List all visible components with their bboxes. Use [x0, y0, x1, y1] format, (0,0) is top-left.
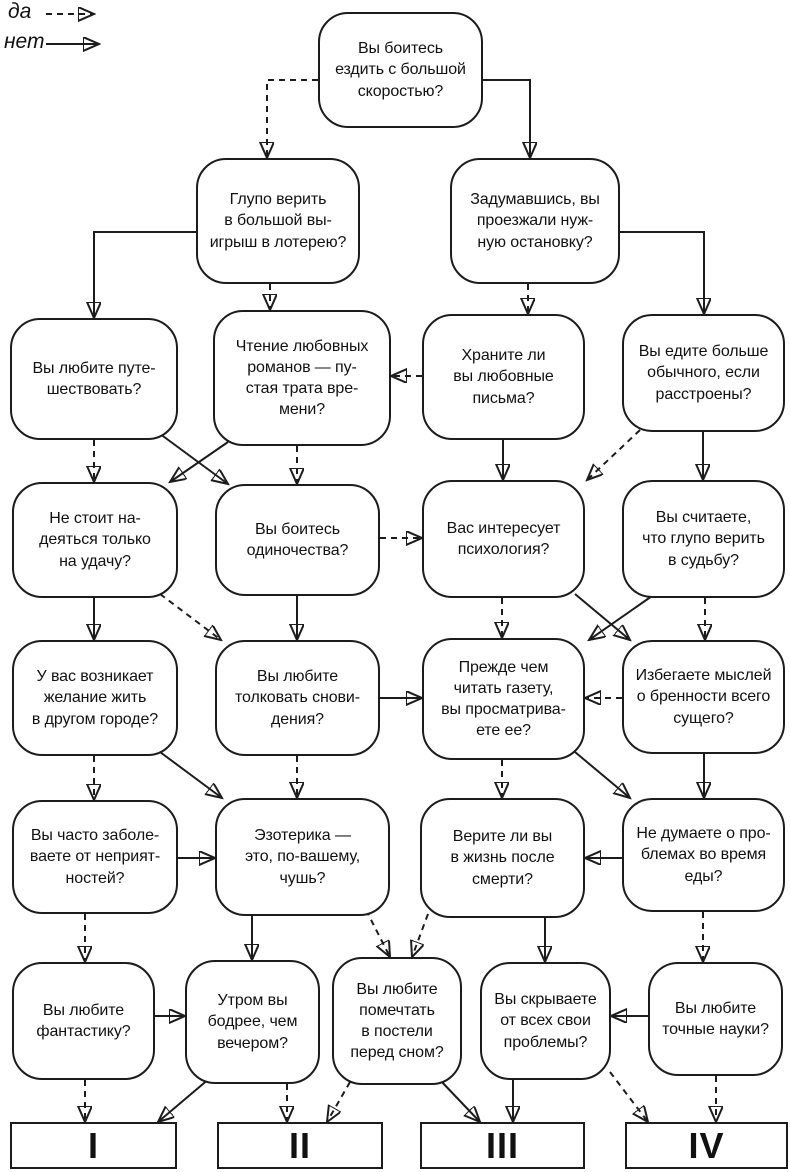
edge-q1-q2b-no: [483, 79, 530, 158]
edge-q4a-q5b-yes: [159, 593, 221, 640]
node-q4a: Не стоит на- деяться только на удачу?: [12, 482, 178, 598]
node-q6c: Верите ли вы в жизнь после смерти?: [420, 798, 585, 918]
edge-q7b-r1-no: [158, 1077, 211, 1122]
result-box-1: I: [10, 1122, 177, 1169]
edge-q6c-q7c-yes: [412, 913, 429, 957]
node-q4c: Вас интересует психология?: [422, 480, 585, 598]
edge-q4d-q5c-no: [589, 595, 653, 640]
node-q6a: Вы часто заболе- ваете от неприят- носте…: [12, 800, 178, 914]
node-q7c: Вы любите помечтать в постели перед сном…: [332, 957, 462, 1085]
node-q1: Вы боитесь ездить с большой скоростью?: [318, 12, 483, 128]
node-q3d: Вы едите больше обычного, если расстроен…: [622, 314, 785, 432]
edge-q2a-q3a-no: [94, 231, 196, 318]
node-q7d: Вы скрываете от всех свои проблемы?: [480, 962, 611, 1080]
edge-q4c-q5d-no: [574, 593, 630, 640]
node-q7e: Вы любите точные науки?: [648, 962, 783, 1076]
legend-no-label: нет: [4, 30, 45, 53]
edge-q6b-q7c-yes: [365, 909, 390, 957]
node-q2b: Задумавшись, вы проезжали нуж- ную остан…: [450, 158, 620, 284]
node-q4b: Вы боитесь одиночества?: [215, 484, 380, 596]
edge-q3d-q4c-yes: [587, 429, 641, 480]
node-q7b: Утром вы бодрее, чем вечером?: [185, 960, 320, 1084]
node-q2a: Глупо верить в большой вы- игрыш в лотер…: [196, 158, 360, 284]
node-q5c: Прежде чем читать газету, вы просматрива…: [422, 638, 585, 760]
result-box-2: II: [217, 1122, 383, 1169]
edge-q3a-q4b-no: [151, 427, 228, 484]
edge-q3b-q4a-no: [170, 441, 229, 482]
node-q3a: Вы любите путе- шествовать?: [10, 318, 178, 440]
node-q7a: Вы любите фантастику?: [12, 962, 155, 1080]
result-box-4: IV: [625, 1122, 788, 1169]
node-q6b: Эзотерика — это, по-вашему, чушь?: [215, 798, 390, 916]
result-box-3: III: [420, 1122, 585, 1169]
node-q5b: Вы любите толковать снови- дения?: [215, 640, 380, 756]
node-q6d: Не думаете о про- блемах во время еды?: [622, 798, 785, 912]
node-q3c: Храните ли вы любовные письма?: [422, 314, 585, 440]
node-q3b: Чтение любовных романов — пу- стая трата…: [213, 310, 391, 446]
edge-q7c-r3-no: [439, 1079, 480, 1122]
node-q5d: Избегаете мыслей о бренности всего сущег…: [622, 640, 785, 754]
edge-q5c-q6d-no: [574, 751, 630, 798]
legend-yes-label: да: [8, 0, 32, 23]
node-q5a: У вас возникает желание жить в другом го…: [12, 640, 178, 756]
edge-q5a-q6b-no: [159, 751, 222, 798]
node-q4d: Вы считаете, что глупо верить в судьбу?: [622, 480, 785, 598]
edge-q7c-r2-yes: [327, 1081, 351, 1122]
edge-q1-q2a-yes: [267, 79, 318, 158]
edge-q2b-q3d-no: [620, 231, 704, 314]
edge-q7d-r4-yes: [609, 1071, 648, 1122]
